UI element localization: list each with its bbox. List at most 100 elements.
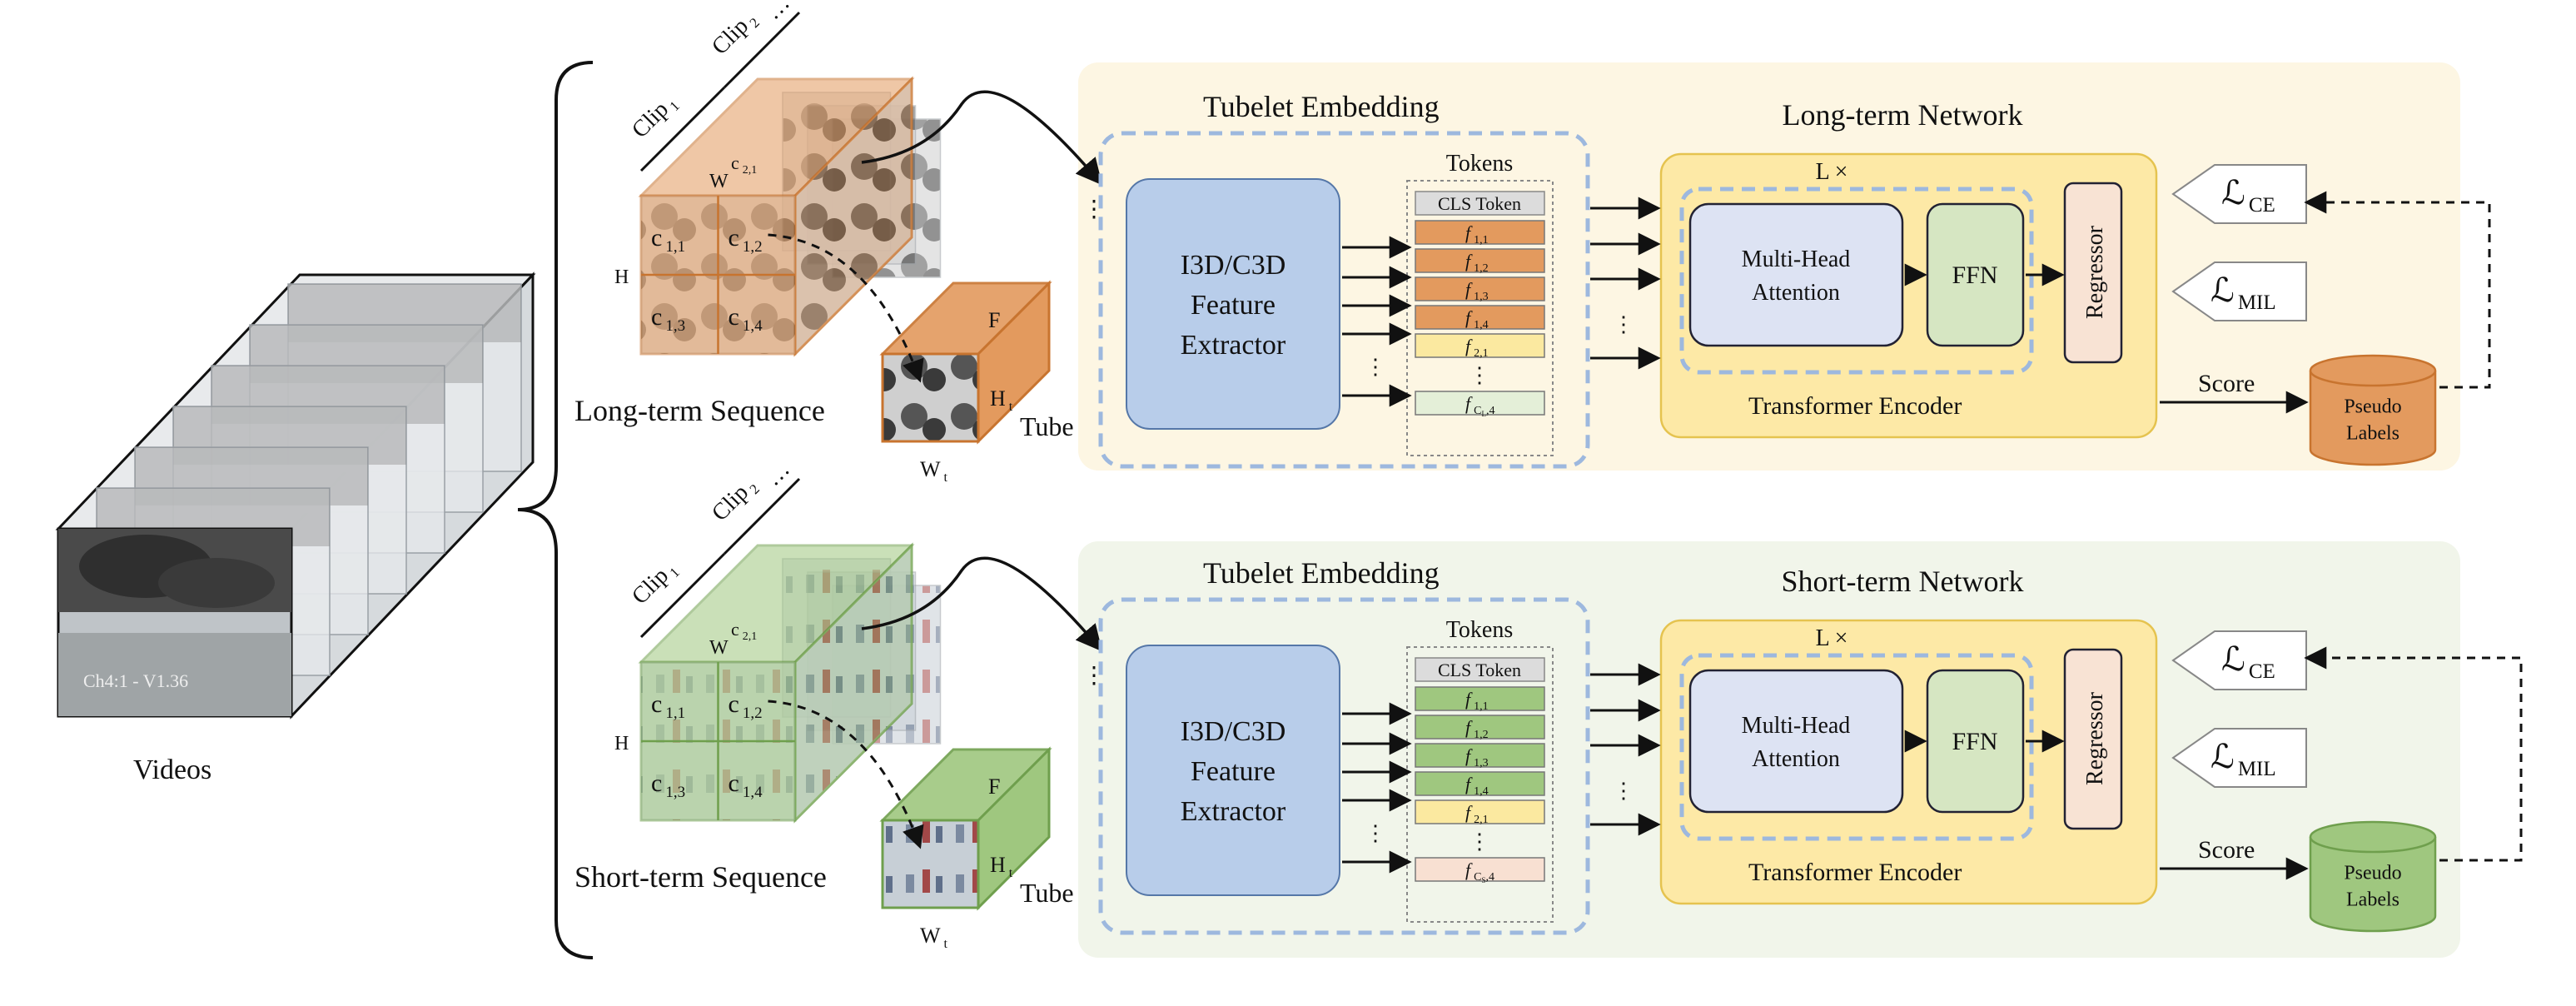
videos-label: Videos	[133, 754, 211, 785]
encoder-layer-dashed-frame	[1679, 187, 2034, 375]
token-box	[1415, 333, 1545, 358]
multi-head-attention-label-line-1: Attention	[1752, 746, 1840, 772]
token-box	[1415, 391, 1545, 416]
sequence-label: Long-term Sequence	[574, 394, 825, 427]
cls-token-label: CLS Token	[1438, 193, 1521, 214]
token-box	[1415, 276, 1545, 301]
layer-repeat-label: L ×	[1816, 625, 1848, 651]
embedding-dashed-frame	[1098, 131, 1590, 469]
cls-token-box	[1415, 657, 1545, 682]
regressor-box	[2063, 182, 2123, 364]
pseudo-labels-label-line-1: Labels	[2346, 422, 2399, 444]
layer-repeat-label: L ×	[1816, 159, 1848, 185]
embedding-title: Tubelet Embedding	[1203, 556, 1440, 590]
multi-head-attention-box	[1688, 669, 1904, 814]
token-box	[1415, 715, 1545, 740]
score-label: Score	[2198, 836, 2255, 864]
sequence-label: Short-term Sequence	[574, 860, 827, 894]
embedding-dashed-frame	[1098, 597, 1590, 935]
transformer-encoder-label: Transformer Encoder	[1748, 392, 1962, 420]
ffn-box	[1926, 669, 2025, 814]
tube-front-face	[881, 352, 980, 443]
tokens-vdots: ⋮	[1469, 363, 1490, 387]
pseudo-labels-label-line-0: Pseudo	[2344, 862, 2401, 884]
token-box	[1415, 305, 1545, 330]
mil-loss-tag	[2171, 261, 2307, 321]
extractor-arrow-dots: ⋮	[1365, 821, 1386, 845]
cylinder-top	[2309, 820, 2437, 854]
transformer-encoder-label: Transformer Encoder	[1748, 859, 1962, 886]
cylinder-top	[2309, 354, 2437, 387]
cube-width-label: W	[709, 637, 729, 659]
pseudo-labels-label-line-0: Pseudo	[2344, 396, 2401, 417]
video-overlay-text: Ch4:1 - V1.36	[83, 670, 188, 691]
multi-head-attention-label-line-0: Multi-Head	[1742, 713, 1851, 739]
token-box	[1415, 857, 1545, 882]
clip-ellipsis: …	[760, 456, 795, 491]
cube-width-label: W	[709, 171, 729, 192]
token-box	[1415, 686, 1545, 711]
pseudo-label-feedback	[2304, 191, 2523, 862]
cube-right-tint	[795, 545, 912, 820]
clip1-bracket	[639, 552, 726, 639]
video-frames	[96, 283, 522, 676]
multi-head-attention-label-line-1: Attention	[1752, 280, 1840, 306]
feature-extractor-label-line-2: Extractor	[1181, 330, 1286, 361]
regressor-box	[2063, 648, 2123, 830]
clip2-bracket	[723, 11, 801, 89]
cube-height-label: H	[614, 733, 629, 754]
tube-f-label: F	[988, 308, 1000, 332]
cube-height-label: H	[614, 266, 629, 288]
tube-f-label: F	[988, 774, 1000, 799]
feature-extractor-box	[1126, 178, 1340, 430]
multi-head-attention-label-line-0: Multi-Head	[1742, 247, 1851, 272]
tube-front-face	[881, 819, 980, 909]
regressor-label: Regressor	[2082, 691, 2108, 785]
video-stack: Ch4:1 - V1.36 Videos	[55, 271, 536, 785]
token-box	[1415, 743, 1545, 768]
cell-to-tube-arrow	[768, 233, 924, 383]
pseudo-labels-label-line-1: Labels	[2346, 889, 2399, 910]
tubelet-embedding: Tubelet EmbeddingI3D/C3DFeatureExtractor…	[1098, 556, 1590, 935]
tokens-vdots: ⋮	[1469, 829, 1490, 854]
token-box	[1415, 771, 1545, 796]
network-title: Short-term Network	[1782, 565, 2024, 598]
tubelet-embedding: Tubelet EmbeddingI3D/C3DFeatureExtractor…	[1098, 90, 1590, 469]
extractor-arrow-dots: ⋮	[1365, 355, 1386, 379]
feature-extractor-box	[1126, 645, 1340, 896]
clip2-bracket	[723, 477, 801, 555]
cube-to-embedding-arrow	[861, 556, 1103, 652]
feature-extractor-label-line-0: I3D/C3D	[1181, 250, 1286, 281]
ffn-label: FFN	[1952, 728, 1997, 755]
cylinder-body	[2309, 371, 2437, 466]
feature-extractor-label-line-2: Extractor	[1181, 796, 1286, 827]
